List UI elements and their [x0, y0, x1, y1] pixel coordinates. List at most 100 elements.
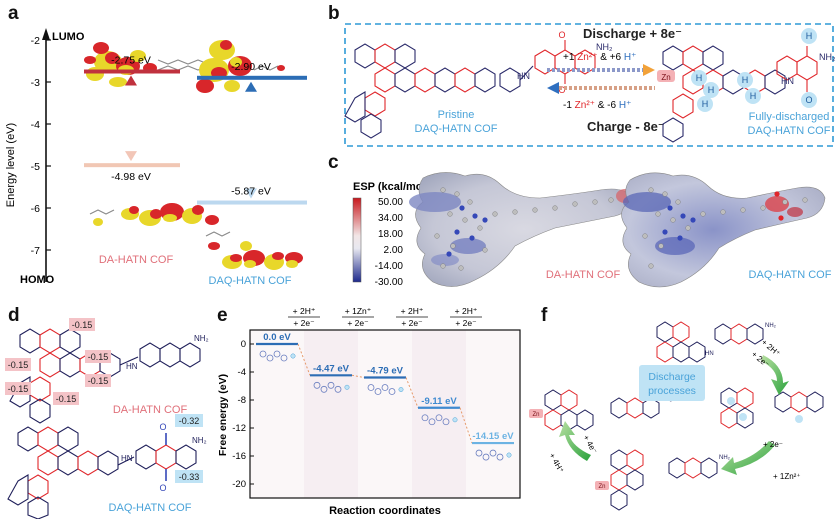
e-y-tick-label: -8 — [238, 395, 246, 406]
y-ticks: 0-4-8-12-16-20 — [232, 339, 254, 490]
da-charge-value: -0.15 — [56, 394, 77, 404]
e-y-tick-label: -16 — [232, 451, 246, 462]
panel-letter-c: c — [328, 152, 339, 173]
e-y-tick-label: -12 — [232, 423, 246, 434]
discharge-label: Discharge + 8e⁻ — [583, 26, 682, 41]
pristine-o-top: O — [558, 30, 565, 40]
plot-frame — [249, 329, 521, 499]
charge-arrowhead — [547, 82, 559, 94]
da-gap-arrow-down — [125, 151, 137, 162]
center-label-1: Discharge — [648, 371, 695, 383]
charge-label: Charge - 8e⁻ — [587, 119, 665, 134]
cycle-badge-1 — [727, 397, 735, 405]
esp-scale-label: -14.00 — [375, 261, 404, 272]
intermediate-structure — [475, 449, 512, 461]
svg-text:H: H — [702, 99, 709, 109]
pristine-hn: HN — [517, 71, 530, 81]
level-connector — [405, 377, 419, 408]
cycle-step1-b: + 2e⁻ — [750, 350, 771, 370]
step-band — [250, 330, 304, 498]
cycle-arrow-2 — [721, 441, 775, 475]
da-charge-badge — [85, 350, 111, 363]
esp-title: ESP (kcal/mol) — [353, 181, 430, 193]
daq-charge-badges: -0.32-0.33 — [175, 414, 203, 483]
e-y-tick-label: 0 — [241, 339, 246, 350]
cycle-molecule-bottom — [610, 449, 718, 511]
svg-text:H: H — [806, 31, 813, 41]
daq-structure — [7, 426, 197, 519]
cycle-badge-2 — [739, 413, 747, 421]
homo-label: HOMO — [20, 274, 55, 286]
daq-charge-badge — [175, 414, 203, 427]
esp-maps: ESP (kcal/mol) 50.0034.0018.002.00-14.00… — [352, 172, 832, 288]
panel-letter-f: f — [541, 305, 548, 326]
pristine-nh2: NH₂ — [596, 42, 613, 52]
intermediate-structure — [421, 414, 458, 426]
panel-letter-a: a — [8, 3, 19, 24]
energy-levels: 0.0 eV-4.47 eV-4.79 eV-9.11 eV-14.15 eV — [256, 332, 514, 461]
y-ticks: -2-3-4-5-6-7 — [31, 35, 51, 257]
e-x-axis-title: Reaction coordinates — [329, 505, 441, 517]
y-tick-label: -6 — [31, 203, 40, 215]
panel-e: e 0-4-8-12-16-20 + 2H⁺+ 2e⁻+ 1Zn⁺+ 2e⁻+ … — [215, 305, 525, 519]
panel-a: a LUMO HOMO Energy level ( — [0, 0, 330, 290]
da-charge-value: -0.15 — [8, 360, 29, 370]
lumo-label: LUMO — [52, 31, 85, 43]
panel-d: d HN NH₂ -0.15-0.15-0.15-0.15- — [0, 305, 215, 519]
reaction-scheme: O O HN NH₂ Pristine DAQ-HATN COF Dischar… — [344, 23, 836, 147]
da-lumo-level — [84, 69, 180, 74]
cycle-zn-badge-left — [529, 409, 543, 418]
da-homo-level — [84, 163, 180, 168]
energy-levels: -2.75 eV-4.98 eV-2.90 eV-5.87 eV — [84, 55, 307, 205]
cycle-nh2-top: NH₂ — [765, 323, 777, 329]
da-charge-value: -0.15 — [88, 352, 109, 362]
zn-badge-label: Zn — [661, 73, 670, 82]
panel-letter-b: b — [328, 3, 340, 24]
intermediate-structure — [313, 381, 350, 393]
energy-value: -14.15 eV — [472, 431, 514, 442]
pristine-molecule — [344, 40, 596, 139]
da-lumo-value: -2.75 eV — [111, 55, 151, 67]
intermediate-structure — [259, 350, 296, 362]
discharge-ions: +1 Zn²⁺ & +6 H⁺ — [563, 52, 636, 63]
daq-hn: HN — [121, 454, 133, 463]
step-shading — [250, 330, 520, 498]
daq-lumo-level — [197, 75, 307, 80]
daq-homo-value: -5.87 eV — [231, 186, 271, 198]
svg-text:H: H — [696, 73, 703, 83]
panel-letter-d: d — [8, 305, 20, 326]
panel-b: b — [325, 0, 838, 150]
da-charge-badge — [53, 392, 79, 405]
esp-colorbar — [352, 197, 362, 283]
charge-ions: -1 Zn²⁺ & -6 H⁺ — [563, 100, 631, 111]
step-top-label: + 2H⁺ — [293, 306, 316, 316]
esp-scale-label: 50.00 — [378, 197, 403, 208]
free-energy-diagram: 0-4-8-12-16-20 + 2H⁺+ 2e⁻+ 1Zn⁺+ 2e⁻+ 2H… — [217, 306, 521, 517]
daq-esp-surface — [621, 172, 826, 288]
da-homo-value: -4.98 eV — [111, 171, 151, 183]
cycle-nh2-bottom: NH₂ — [719, 455, 731, 461]
cycle-arrow-1 — [761, 355, 789, 395]
step-top-label: + 1Zn⁺ — [345, 306, 371, 316]
da-charge-value: -0.15 — [8, 384, 29, 394]
discharged-nh2: NH₂ — [819, 52, 836, 62]
cycle-zn-label-bottom: Zn — [598, 484, 605, 490]
svg-text:H: H — [708, 85, 715, 95]
da-charge-badge — [69, 318, 95, 331]
da-charge-value: -0.15 — [72, 320, 93, 330]
intermediate-structure — [367, 384, 404, 395]
step-labels: + 2H⁺+ 2e⁻+ 1Zn⁺+ 2e⁻+ 2H⁺+ 2e⁻+ 2H⁺+ 2e… — [288, 306, 482, 328]
cycle-zn-badge-bottom — [595, 481, 609, 490]
center-label-box — [639, 365, 705, 401]
cycle-zn-label-left: Zn — [532, 412, 539, 418]
da-nh2: NH₂ — [194, 334, 209, 343]
da-hn: HN — [126, 362, 138, 371]
daq-o-top: O — [159, 422, 166, 432]
h-badges: H H H H H H O — [691, 28, 817, 112]
svg-text:O: O — [805, 95, 812, 105]
level-connector — [297, 343, 311, 376]
cycle-step2-a: + 2e⁻ — [763, 440, 783, 449]
zn-badge — [657, 70, 675, 82]
step-bottom-label: + 2e⁻ — [455, 318, 476, 328]
